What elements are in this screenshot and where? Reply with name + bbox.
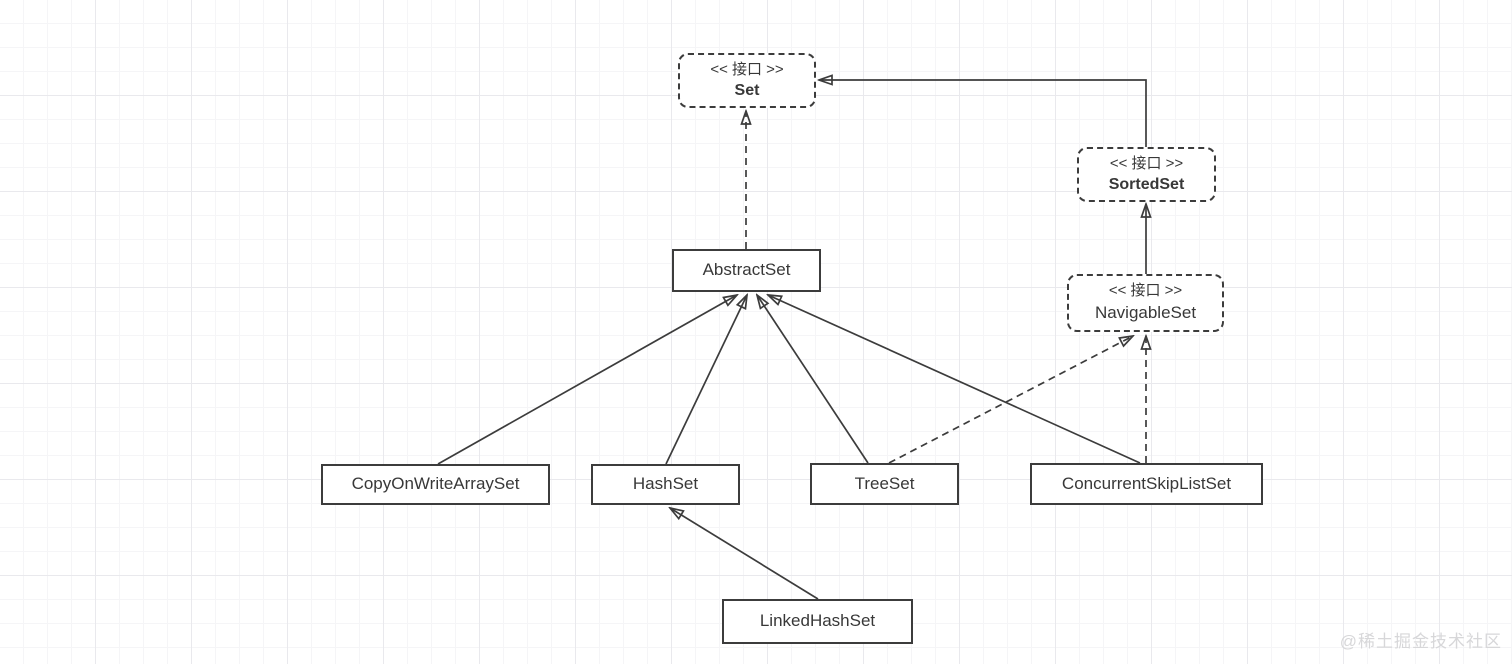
edge-treeset-to-abstractset — [757, 295, 869, 464]
node-abstractset-class: AbstractSet — [672, 249, 821, 292]
node-set-interface: << 接口 >> Set — [678, 53, 816, 108]
treeset-name-label: TreeSet — [854, 473, 915, 493]
node-sortedset-interface: << 接口 >> SortedSet — [1077, 147, 1216, 202]
edge-copyonwritearrayset-to-abstractset — [437, 295, 737, 465]
sortedset-stereotype-label: << 接口 >> — [1109, 154, 1184, 172]
node-treeset-class: TreeSet — [810, 463, 959, 505]
node-copyonwritearrayset-class: CopyOnWriteArraySet — [321, 464, 550, 505]
node-linkedhashset-class: LinkedHashSet — [722, 599, 913, 644]
copyonwritearrayset-name-label: CopyOnWriteArraySet — [351, 474, 520, 494]
edge-treeset-to-navigableset — [888, 336, 1133, 464]
node-navigableset-interface: << 接口 >> NavigableSet — [1067, 274, 1224, 332]
node-concurrentskiplistset-class: ConcurrentSkipListSet — [1030, 463, 1263, 505]
edge-sortedset-to-set — [819, 80, 1147, 147]
site-watermark: @稀土掘金技术社区 — [1339, 632, 1502, 651]
set-name-label: Set — [734, 81, 760, 99]
navigableset-name-label: NavigableSet — [1094, 302, 1197, 322]
edge-hashset-to-abstractset — [665, 295, 747, 465]
set-stereotype-label: << 接口 >> — [710, 60, 784, 78]
abstractset-name-label: AbstractSet — [702, 260, 791, 280]
edge-linkedhashset-to-hashset — [670, 508, 819, 600]
concurrentskiplistset-name-label: ConcurrentSkipListSet — [1061, 473, 1232, 493]
navigableset-stereotype-label: << 接口 >> — [1108, 282, 1183, 300]
linkedhashset-name-label: LinkedHashSet — [759, 611, 876, 631]
sortedset-name-label: SortedSet — [1108, 175, 1185, 193]
hashset-name-label: HashSet — [632, 474, 699, 494]
node-hashset-class: HashSet — [591, 464, 740, 505]
